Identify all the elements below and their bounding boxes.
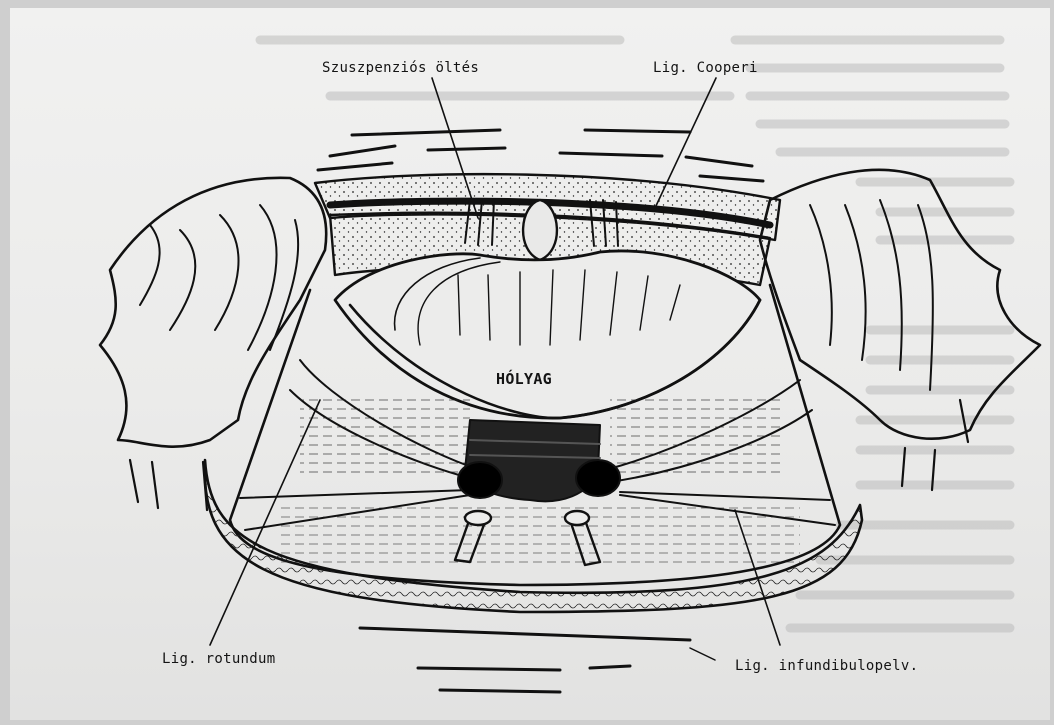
bottom-edge-strokes	[360, 628, 715, 692]
skin-edge-strokes	[318, 130, 763, 181]
label-bladder: HÓLYAG	[496, 370, 552, 388]
uterus	[458, 420, 620, 501]
label-cooper-ligament: Lig. Cooperi	[653, 60, 758, 76]
bladder	[335, 251, 760, 418]
label-round-ligament: Lig. rotundum	[162, 651, 275, 667]
label-infundibulopelvic-ligament: Lig. infundibulopelv.	[735, 658, 918, 674]
label-suspension-suture: Szuszpenziós öltés	[322, 60, 479, 76]
